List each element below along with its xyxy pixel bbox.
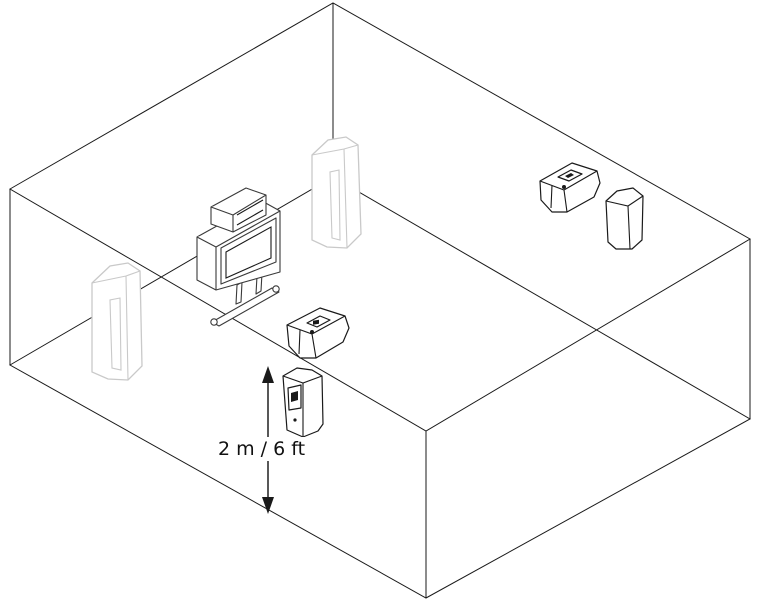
left-front-speaker-ghost (91, 262, 143, 381)
right-front-speaker-ghost (311, 136, 362, 249)
height-label: 2 m / 6 ft (218, 437, 326, 461)
left-surround-wall-speaker (282, 367, 324, 438)
right-surround-ceiling-speaker (539, 162, 601, 213)
right-surround-wall-speaker (605, 187, 644, 250)
tv-with-center-speaker (196, 187, 281, 327)
left-surround-ceiling-speaker (286, 307, 350, 359)
